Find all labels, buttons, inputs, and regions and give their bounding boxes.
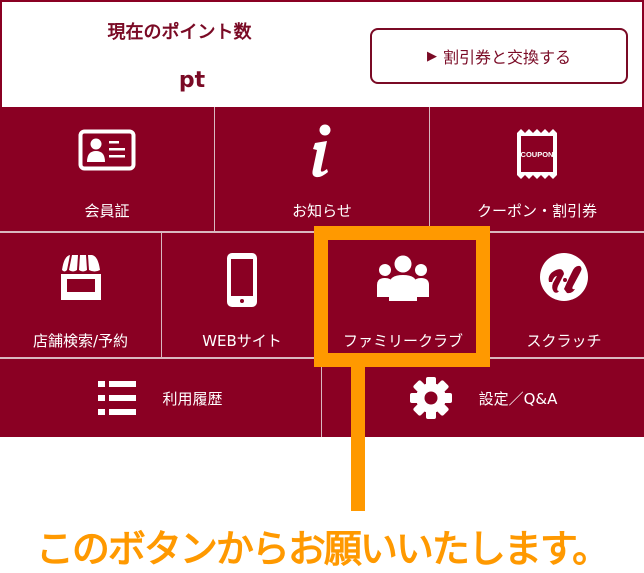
menu-coupon[interactable]: COUPON クーポン・割引券 <box>430 107 644 232</box>
menu-news[interactable]: お知らせ <box>215 107 429 232</box>
gear-icon <box>409 377 452 419</box>
play-triangle-icon: ▶ <box>426 48 437 64</box>
divider <box>483 233 484 358</box>
points-value: pt <box>92 68 292 93</box>
menu-member-card[interactable]: 会員証 <box>0 107 214 232</box>
divider <box>214 107 215 232</box>
menu-scratch[interactable]: スクラッチ <box>484 233 644 358</box>
menu-label: WEBサイト <box>202 332 282 350</box>
menu-label: 会員証 <box>84 202 130 220</box>
menu-label: クーポン・割引券 <box>476 202 597 220</box>
divider <box>322 233 323 358</box>
points-header: 現在のポイント数 pt ▶ 割引券と交換する <box>0 0 644 107</box>
exchange-button-label: 割引券と交換する <box>442 48 571 67</box>
menu-label: スクラッチ <box>526 332 602 350</box>
menu-grid: 会員証 お知らせ COUPON クーポン・割引券 <box>0 107 644 437</box>
divider <box>429 107 430 232</box>
family-group-icon <box>377 255 429 301</box>
svg-text:COUPON: COUPON <box>521 150 554 159</box>
scratch-logo-icon <box>540 253 588 301</box>
menu-label: 利用履歴 <box>162 389 223 408</box>
menu-label: お知らせ <box>292 202 352 220</box>
divider <box>321 359 322 437</box>
menu-label: 店舗検索/予約 <box>32 332 129 350</box>
menu-family-club[interactable]: ファミリークラブ <box>323 233 483 358</box>
menu-website[interactable]: WEBサイト <box>162 233 322 358</box>
callout-connector-line <box>351 367 365 511</box>
divider <box>161 233 162 358</box>
points-label: 現在のポイント数 <box>107 22 252 43</box>
coupon-icon: COUPON <box>517 129 557 179</box>
points-unit: pt <box>178 68 206 93</box>
member-card-icon <box>78 129 136 171</box>
menu-store-search[interactable]: 店舗検索/予約 <box>0 233 161 358</box>
callout-instruction-text: このボタンからお願いいたします。 <box>35 527 610 571</box>
menu-usage-history[interactable]: 利用履歴 <box>0 359 321 437</box>
app-panel: 現在のポイント数 pt ▶ 割引券と交換する 会員証 <box>0 0 644 437</box>
info-icon <box>312 124 331 178</box>
menu-settings-qa[interactable]: 設定／Q&A <box>322 359 644 437</box>
exchange-coupon-button[interactable]: ▶ 割引券と交換する <box>370 28 628 84</box>
smartphone-icon <box>227 253 257 307</box>
list-icon <box>98 381 137 415</box>
menu-label: 設定／Q&A <box>478 389 558 408</box>
menu-label: ファミリークラブ <box>342 332 463 350</box>
store-icon <box>60 255 101 300</box>
